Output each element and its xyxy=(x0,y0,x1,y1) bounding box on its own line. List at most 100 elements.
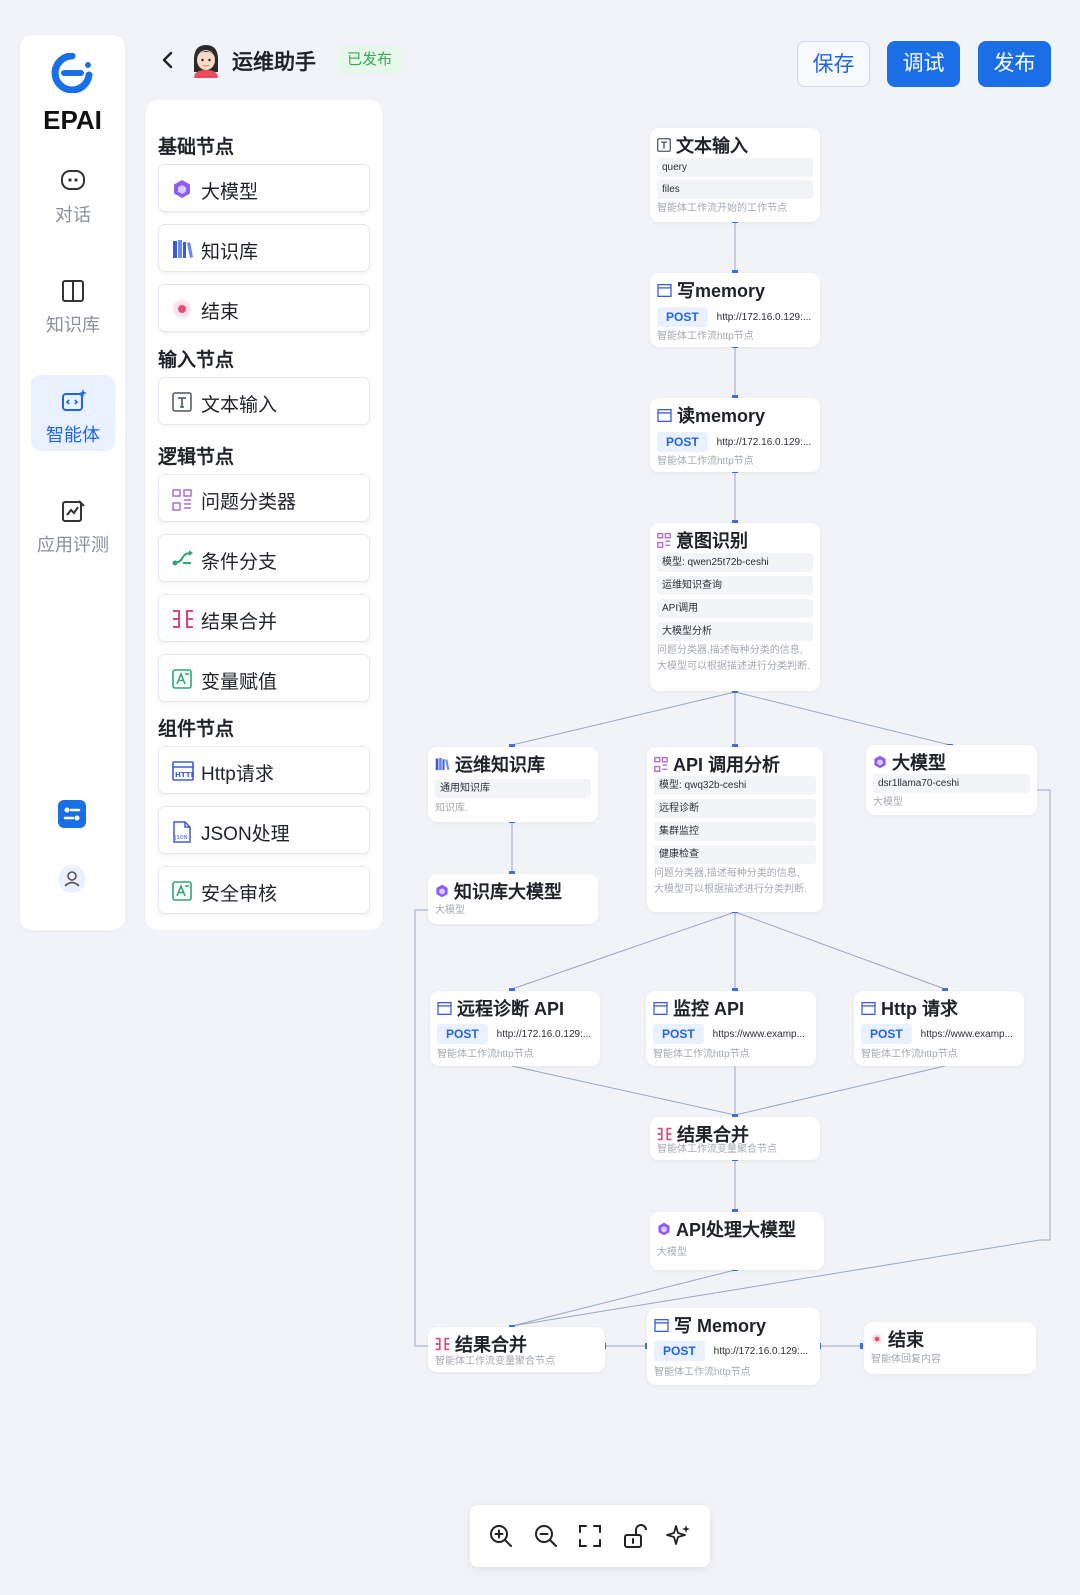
palette-item-security[interactable]: 安全审核 xyxy=(158,866,370,914)
http-icon xyxy=(861,1001,876,1015)
node-api-llm[interactable]: API处理大模型 大模型 xyxy=(650,1212,824,1270)
node-class-item: 远程诊断 xyxy=(654,799,816,818)
palette-section-input: 输入节点 xyxy=(158,350,235,371)
http-method-badge: POST xyxy=(657,432,708,452)
node-merge-results[interactable]: 结果合并 智能体工作流变量聚合节点 xyxy=(650,1117,820,1160)
node-merge-results-final[interactable]: 结果合并 智能体工作流变量聚合节点 xyxy=(428,1327,605,1372)
variable-assign-icon xyxy=(172,669,192,689)
palette-item-label: 文本输入 xyxy=(201,395,278,416)
http-url: http://172.16.0.129:... xyxy=(716,311,812,323)
text-t-icon xyxy=(172,392,192,412)
http-icon xyxy=(653,1001,668,1015)
http-method-badge: POST xyxy=(437,1024,488,1044)
zoom-in-icon[interactable] xyxy=(487,1522,515,1550)
node-title: 结束 xyxy=(888,1330,924,1350)
palette-item-http[interactable]: HTTP Http请求 xyxy=(158,746,370,794)
workflow-canvas[interactable]: 文本输入 query files 智能体工作流开始的工作节点 写memory P… xyxy=(400,100,1080,1595)
node-field: files xyxy=(657,180,813,199)
classifier-icon xyxy=(654,756,668,772)
end-circle-icon xyxy=(871,1333,883,1345)
http-method-badge: POST xyxy=(653,1024,704,1044)
node-desc: 大模型 xyxy=(657,1247,687,1258)
bookshelf-icon xyxy=(435,757,450,771)
node-desc: 知识库. xyxy=(435,803,468,814)
node-desc: 智能体工作流变量聚合节点 xyxy=(435,1356,555,1367)
node-desc: 大模型可以根据描述进行分类判断. xyxy=(654,884,807,895)
node-field: query xyxy=(657,158,813,177)
node-palette: 基础节点 大模型 知识库 结束 输入节点 文本输入 逻辑节点 xyxy=(146,100,382,930)
user-avatar-icon[interactable] xyxy=(58,865,86,893)
nav-item-evaluation[interactable]: 应用评测 xyxy=(31,485,115,561)
node-desc: 智能体工作流http节点 xyxy=(653,1049,750,1060)
text-t-icon xyxy=(657,138,671,152)
nav-label: 智能体 xyxy=(46,425,100,445)
chat-icon xyxy=(61,170,85,190)
node-ops-knowledge[interactable]: 运维知识库 通用知识库 知识库. xyxy=(428,747,598,822)
auto-layout-sparkle-icon[interactable] xyxy=(664,1522,692,1550)
workflow-toggle-icon[interactable] xyxy=(58,800,86,828)
http-url: http://172.16.0.129:... xyxy=(713,1345,809,1357)
node-desc: 智能体回复内容 xyxy=(871,1354,941,1365)
palette-item-label: 结果合并 xyxy=(201,612,278,633)
nav-item-knowledge[interactable]: 知识库 xyxy=(31,265,115,341)
node-title: 大模型 xyxy=(892,753,946,773)
palette-item-label: 条件分支 xyxy=(201,552,278,573)
node-api-analysis[interactable]: API 调用分析 模型: qwq32b-ceshi 远程诊断 集群监控 健康检查… xyxy=(647,747,823,912)
node-class-item: 集群监控 xyxy=(654,822,816,841)
evaluation-icon xyxy=(62,500,85,522)
palette-item-knowledge[interactable]: 知识库 xyxy=(158,224,370,272)
debug-button[interactable]: 调试 xyxy=(887,41,960,87)
node-end[interactable]: 结束 智能体回复内容 xyxy=(864,1322,1036,1374)
node-title: 写memory xyxy=(677,281,766,301)
palette-item-llm[interactable]: 大模型 xyxy=(158,164,370,212)
llm-cube-icon xyxy=(874,755,886,769)
save-button[interactable]: 保存 xyxy=(797,41,870,87)
node-desc: 智能体工作流开始的工作节点 xyxy=(657,203,787,214)
node-desc: 问题分类器,描述每种分类的信息, xyxy=(654,868,800,879)
left-nav-rail: EPAI 对话 知识库 智能体 应用评测 xyxy=(20,35,125,930)
palette-item-label: 变量赋值 xyxy=(201,672,278,693)
node-desc: 问题分类器,描述每种分类的信息, xyxy=(657,645,803,656)
back-icon[interactable] xyxy=(158,48,178,72)
palette-item-classifier[interactable]: 问题分类器 xyxy=(158,474,370,522)
nav-label: 知识库 xyxy=(46,315,100,335)
publish-button[interactable]: 发布 xyxy=(978,41,1051,87)
nav-item-chat[interactable]: 对话 xyxy=(31,155,115,231)
node-title: 知识库大模型 xyxy=(454,882,562,902)
nav-item-agent[interactable]: 智能体 xyxy=(31,375,115,451)
node-title: API 调用分析 xyxy=(673,755,781,775)
node-llm[interactable]: 大模型 dsr1llama70-ceshi 大模型 xyxy=(866,745,1037,815)
palette-item-merge[interactable]: 结果合并 xyxy=(158,594,370,642)
http-url: http://172.16.0.129:... xyxy=(716,436,812,448)
palette-item-json[interactable]: JSON JSON处理 xyxy=(158,806,370,854)
palette-item-assign[interactable]: 变量赋值 xyxy=(158,654,370,702)
node-class-item: API调用 xyxy=(657,599,813,618)
branch-icon xyxy=(172,550,193,566)
epai-logo-icon xyxy=(51,53,93,93)
http-icon xyxy=(657,283,672,297)
palette-item-text-input[interactable]: 文本输入 xyxy=(158,377,370,425)
palette-item-condition[interactable]: 条件分支 xyxy=(158,534,370,582)
svg-text:HTTP: HTTP xyxy=(175,771,194,779)
node-text-input[interactable]: 文本输入 query files 智能体工作流开始的工作节点 xyxy=(650,128,820,222)
unlock-icon[interactable] xyxy=(620,1522,648,1550)
page-title: 运维助手 xyxy=(232,51,316,74)
palette-section-basic: 基础节点 xyxy=(158,137,235,158)
nav-label: 应用评测 xyxy=(37,535,109,555)
fit-view-icon[interactable] xyxy=(576,1522,604,1550)
http-method-badge: POST xyxy=(657,307,708,327)
end-circle-icon xyxy=(173,300,191,318)
palette-item-label: 问题分类器 xyxy=(201,492,297,513)
palette-item-end[interactable]: 结束 xyxy=(158,284,370,332)
canvas-toolbar xyxy=(470,1505,710,1567)
node-kb-llm[interactable]: 知识库大模型 大模型 xyxy=(428,874,598,924)
node-desc: 智能体工作流http节点 xyxy=(654,1367,751,1378)
zoom-out-icon[interactable] xyxy=(532,1522,560,1550)
node-intent-classifier[interactable]: 意图识别 模型: qwen25t72b-ceshi 运维知识查询 API调用 大… xyxy=(650,523,820,691)
